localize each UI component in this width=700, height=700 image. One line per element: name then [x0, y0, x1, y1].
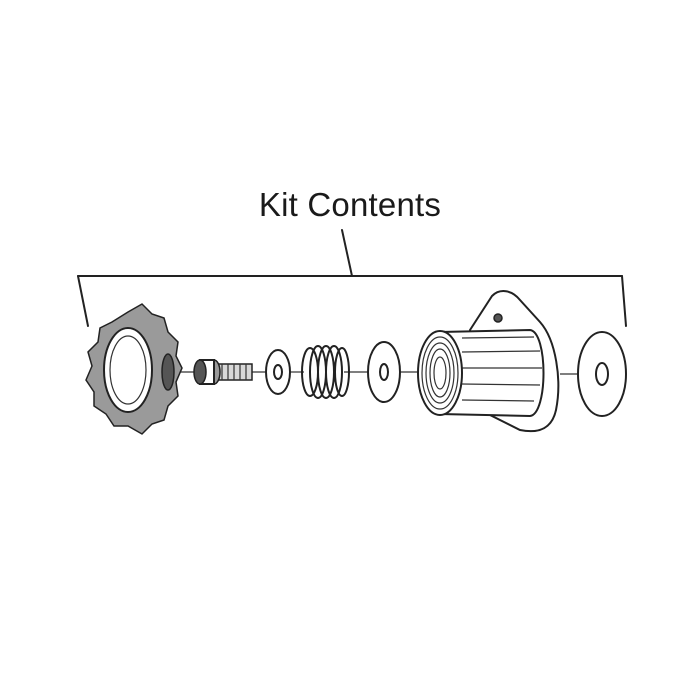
coil-spring	[301, 345, 350, 399]
medium-washer	[367, 341, 401, 403]
small-washer	[265, 349, 291, 395]
large-washer	[577, 331, 627, 417]
castellated-end-cap	[85, 303, 183, 435]
socket-head-bolt	[193, 359, 253, 385]
kit-contents-title: Kit Contents	[258, 186, 442, 223]
grouping-bracket	[77, 229, 627, 327]
threaded-freehub-body	[417, 290, 560, 433]
